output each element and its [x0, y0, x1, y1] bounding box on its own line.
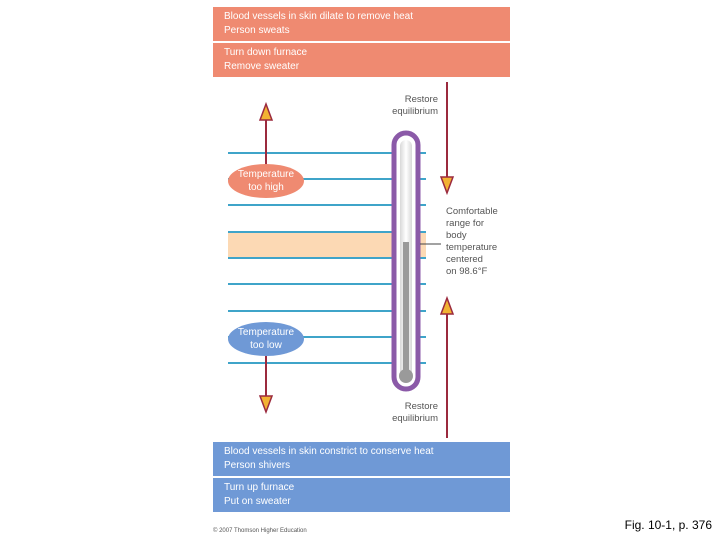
turn-down-line-2: Remove sweater [224, 61, 300, 72]
turn-up-line-1: Turn up furnace [224, 482, 295, 493]
restore-top-line-1: Restore [404, 94, 438, 105]
too-low-line-1: Temperature [237, 327, 295, 338]
comfort-line: body [446, 230, 467, 241]
comfort-line: range for [446, 218, 485, 229]
constrict-box: Blood vessels in skin constrict to conse… [213, 442, 510, 476]
left-arrows [258, 101, 274, 415]
restore-equilibrium-bottom: Restore equilibrium [389, 401, 438, 425]
too-low-line-2: too low [250, 340, 282, 351]
too-high-line-2: too high [248, 182, 284, 193]
figure-caption: Fig. 10-1, p. 376 [624, 518, 712, 532]
turn-down-furnace-box: Turn down furnace Remove sweater [213, 43, 510, 77]
arrow-restore-down-head [439, 176, 455, 196]
turn-down-line-1: Turn down furnace [224, 47, 308, 58]
thermometer [391, 130, 421, 392]
thermometer-bulb [399, 369, 413, 383]
restore-top-line-2: equilibrium [392, 106, 438, 117]
too-high-oval [228, 164, 304, 198]
right-arrows [439, 82, 455, 438]
comfort-line: Comfortable [446, 206, 498, 217]
too-low-oval [228, 322, 304, 356]
comfort-range-label: Comfortable range for body temperature c… [446, 206, 498, 278]
comfort-line: centered [446, 254, 483, 265]
arrow-down-too-low-head [258, 395, 274, 415]
comfort-line: temperature [446, 242, 498, 253]
turn-up-line-2: Put on sweater [224, 496, 291, 507]
too-high-label: Temperature too high [228, 168, 304, 194]
arrow-up-too-high-head [258, 101, 274, 121]
restore-bottom-line-2: equilibrium [392, 413, 438, 424]
restore-bottom-line-1: Restore [404, 401, 438, 412]
dilate-line-1: Blood vessels in skin dilate to remove h… [224, 11, 413, 22]
comfort-line: on 98.6°F [446, 266, 488, 277]
too-high-line-1: Temperature [237, 169, 295, 180]
turn-up-furnace-box: Turn up furnace Put on sweater [213, 478, 510, 512]
dilate-line-2: Person sweats [224, 25, 290, 36]
restore-equilibrium-top: Restore equilibrium [389, 94, 438, 118]
constrict-line-1: Blood vessels in skin constrict to conse… [224, 446, 434, 457]
thermometer-mercury [403, 242, 409, 374]
too-low-label: Temperature too low [228, 326, 304, 352]
dilate-box: Blood vessels in skin dilate to remove h… [213, 7, 510, 41]
constrict-line-2: Person shivers [224, 460, 291, 471]
copyright-notice: © 2007 Thomson Higher Education [213, 528, 307, 534]
arrow-restore-up-head [439, 295, 455, 315]
